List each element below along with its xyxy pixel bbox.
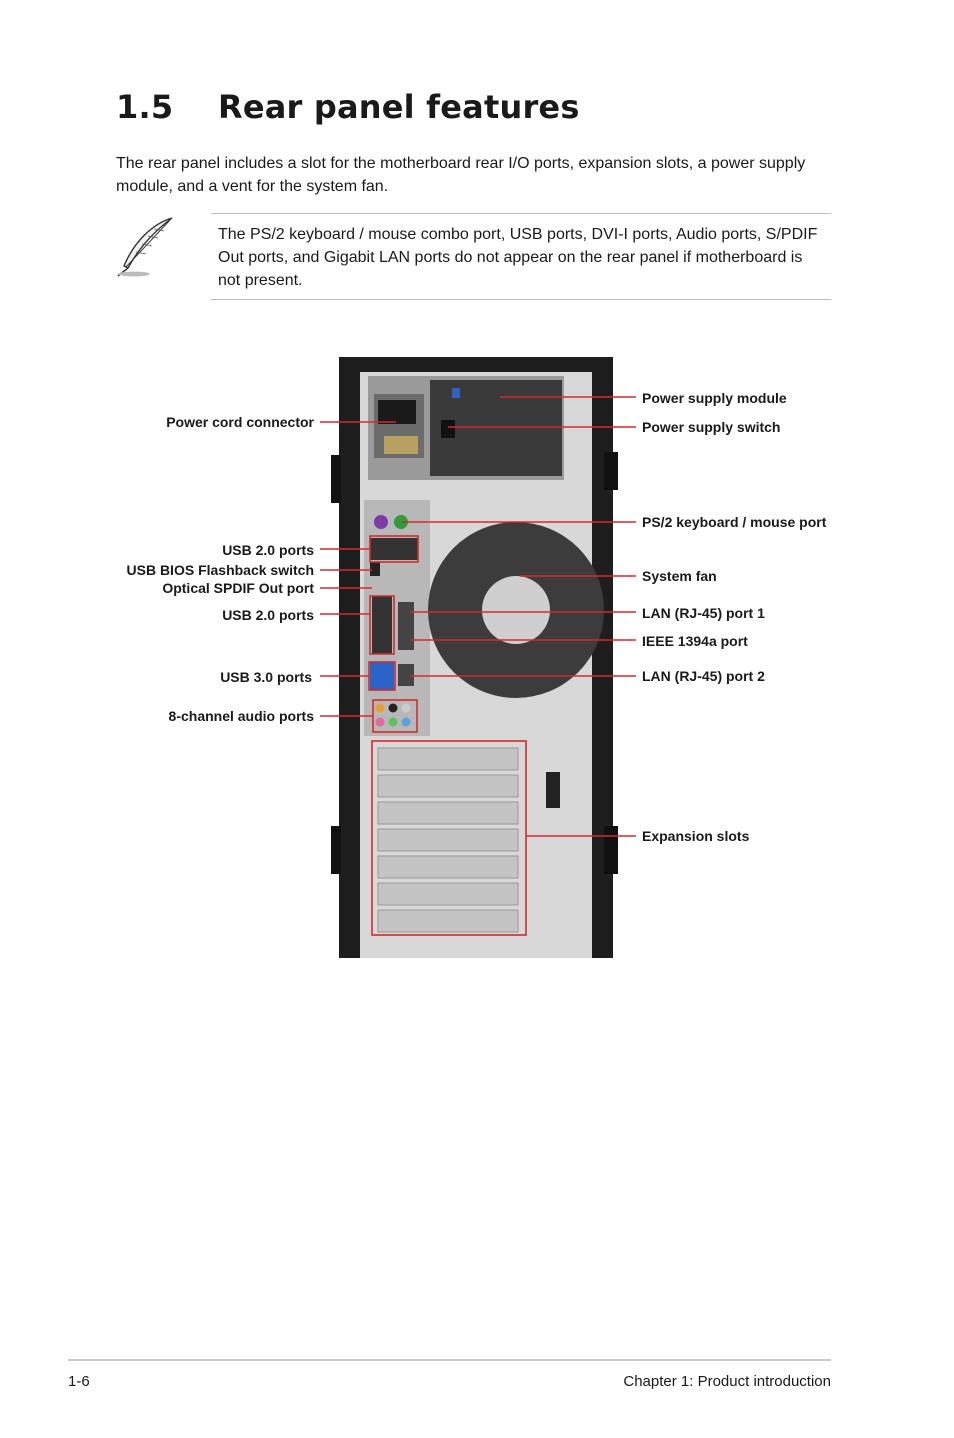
callout-boxes [368, 535, 527, 936]
chassis [331, 357, 618, 958]
chapter-title: Chapter 1: Product introduction [623, 1373, 831, 1390]
label-usb30-ports: USB 3.0 ports [220, 669, 312, 685]
system-fan-grille [428, 522, 604, 698]
label-expansion-slots: Expansion slots [642, 828, 750, 844]
label-optical-spdif-out: Optical SPDIF Out port [162, 580, 314, 596]
note-text: The PS/2 keyboard / mouse combo port, US… [218, 226, 818, 289]
label-lan-port-2: LAN (RJ-45) port 2 [642, 668, 765, 684]
footer-rule [68, 1359, 831, 1361]
power-supply-unit [368, 376, 564, 480]
note-top-rule [211, 213, 831, 214]
callout-leaders [320, 396, 636, 837]
label-power-cord-connector: Power cord connector [166, 414, 314, 430]
section-title: Rear panel features [218, 88, 580, 126]
label-ps2-port: PS/2 keyboard / mouse port [642, 514, 827, 530]
label-power-supply-switch: Power supply switch [642, 419, 781, 435]
label-usb-bios-flashback-switch: USB BIOS Flashback switch [126, 562, 315, 578]
feather-pen-icon [117, 217, 173, 277]
label-usb20-ports-top: USB 2.0 ports [222, 542, 314, 558]
intro-paragraph: The rear panel includes a slot for the m… [116, 155, 806, 195]
section-heading: 1.5 Rear panel features [116, 88, 580, 126]
page-number: 1-6 [68, 1373, 90, 1390]
label-lan-port-1: LAN (RJ-45) port 1 [642, 605, 765, 621]
note-bottom-rule [211, 299, 831, 300]
label-ieee1394a-port: IEEE 1394a port [642, 633, 748, 649]
section-number: 1.5 [116, 88, 174, 126]
label-audio-ports: 8-channel audio ports [168, 708, 314, 724]
label-usb20-ports-mid: USB 2.0 ports [222, 607, 314, 623]
label-system-fan: System fan [642, 568, 717, 584]
expansion-slot-covers [377, 747, 560, 933]
label-power-supply-module: Power supply module [642, 390, 787, 406]
io-shield [364, 500, 430, 736]
